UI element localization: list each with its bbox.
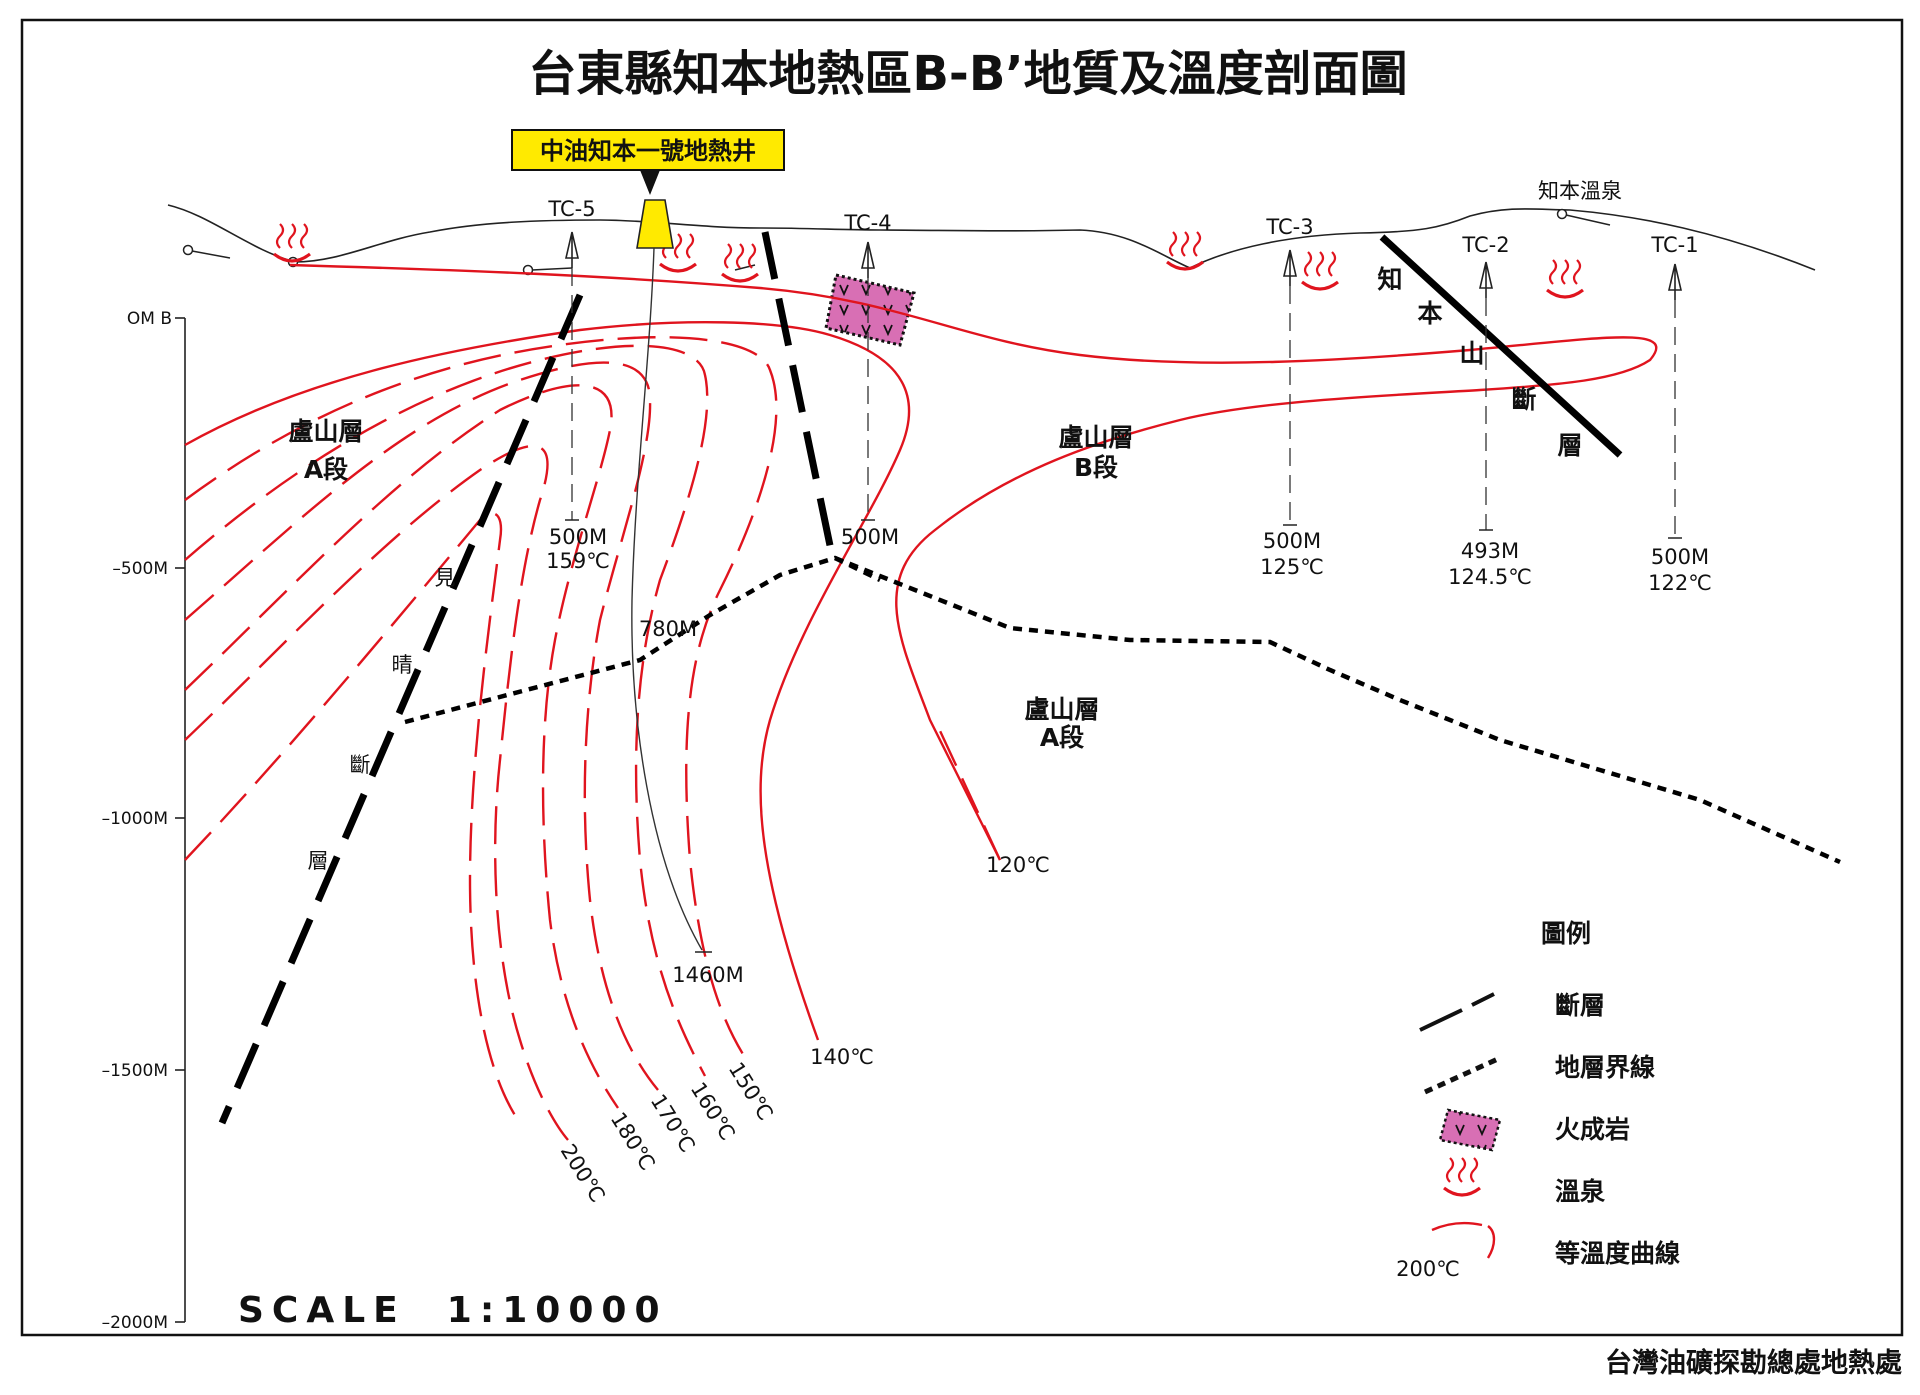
jianqing-fault-char: 晴 <box>392 653 413 677</box>
well-tc3-depth: 500M <box>1263 529 1321 553</box>
formation-label-3a: 盧山層 <box>1024 695 1099 724</box>
well-tc4-depth: 500M <box>841 525 899 549</box>
figure-frame <box>20 18 1904 1337</box>
formation-label-1b: A段 <box>304 455 348 484</box>
formation-boundary <box>404 555 1841 865</box>
depth-tick-1500: –1500M <box>102 1061 168 1081</box>
callout-label: 中油知本一號地熱井 <box>540 137 756 165</box>
well-callout: 中油知本一號地熱井 <box>511 129 785 195</box>
legend-item-isotherm: 200℃ 等溫度曲線 <box>1396 1221 1680 1281</box>
drilling-rig-icon <box>636 199 674 249</box>
well-tc1-temp: 122℃ <box>1648 571 1712 595</box>
formation-label-3b: A段 <box>1040 723 1084 752</box>
hot-spring-icon <box>1165 230 1205 271</box>
jianqing-fault-char: 層 <box>308 849 329 873</box>
well-tc2-temp: 124.5℃ <box>1448 565 1532 589</box>
legend-item-fault: 斷層 <box>1419 991 1605 1032</box>
deep-well-mid-depth: 780M <box>639 617 697 641</box>
well-tc2: TC-2 493M 124.5℃ <box>1448 233 1532 589</box>
legend-label-fault: 斷層 <box>1555 991 1605 1020</box>
well-tc1-depth: 500M <box>1651 545 1709 569</box>
isotherm-label-180: 180℃ <box>606 1108 660 1175</box>
igneous-rock-body <box>824 273 916 347</box>
legend: 圖例 斷層 地層界線 火成岩 溫泉 200℃ 等溫度曲線 <box>1396 919 1680 1281</box>
formation-label-2b: B段 <box>1074 453 1118 482</box>
well-tc5-name: TC-5 <box>547 197 595 221</box>
hot-spring-icon <box>272 222 312 263</box>
legend-item-boundary: 地層界線 <box>1423 1053 1655 1095</box>
fault-near-tc4 <box>761 231 837 561</box>
hot-spring-place-name: 知本溫泉 <box>1538 179 1622 203</box>
formation-boundary-icon <box>1423 1055 1502 1095</box>
geothermal-well-zhiben-1: 780M 1460M <box>631 199 744 987</box>
well-tc4: TC-4 500M <box>841 211 899 549</box>
isotherm-label-200: 200℃ <box>556 1140 610 1207</box>
well-tc3-name: TC-3 <box>1265 215 1313 239</box>
well-tc1-name: TC-1 <box>1650 233 1698 257</box>
legend-item-hot-spring: 溫泉 <box>1442 1156 1605 1206</box>
isotherm-label-150: 150℃ <box>724 1058 778 1125</box>
depth-tick-0: OM B <box>127 309 172 329</box>
hot-spring-icon <box>1442 1156 1482 1197</box>
well-tc3-temp: 125℃ <box>1260 555 1324 579</box>
credit-line: 台灣油礦探勘總處地熱處 <box>1605 1347 1902 1379</box>
well-tc2-depth: 493M <box>1461 539 1519 563</box>
depth-tick-1000: –1000M <box>102 809 168 829</box>
isotherm-icon <box>1431 1221 1496 1259</box>
depth-tick-500: –500M <box>112 559 168 579</box>
zhiben-fault-char: 山 <box>1459 339 1484 368</box>
jianqing-fault-char: 斷 <box>350 753 371 777</box>
fault-line-icon <box>1419 992 1495 1032</box>
hot-spring-icon <box>1300 250 1340 291</box>
hot-spring-icon <box>1545 258 1585 299</box>
legend-isotherm-sample: 200℃ <box>1396 1257 1460 1281</box>
legend-title: 圖例 <box>1541 919 1591 948</box>
well-tc5-depth: 500M <box>549 525 607 549</box>
depth-axis: OM B –500M –1000M –1500M –2000M <box>102 309 186 1333</box>
zhiben-fault-char: 知 <box>1377 265 1402 294</box>
zhiben-mountain-fault <box>1379 234 1623 458</box>
well-tc1: TC-1 500M 122℃ <box>1648 233 1712 595</box>
formation-label-1a: 盧山層 <box>288 417 363 446</box>
jianqing-fault-char: 見 <box>435 566 456 590</box>
legend-label-boundary: 地層界線 <box>1555 1053 1655 1082</box>
well-tc5-temp: 159℃ <box>546 549 610 573</box>
isotherm-label-120: 120℃ <box>986 853 1050 877</box>
jianqing-fault <box>218 293 584 1125</box>
legend-label-isotherm: 等溫度曲線 <box>1555 1239 1680 1268</box>
scale-label: SCALE 1:10000 <box>238 1290 668 1331</box>
zhiben-fault-char: 層 <box>1557 431 1582 460</box>
figure-title: 台東縣知本地熱區B-B’地質及溫度剖面圖 <box>528 46 1407 102</box>
zhiben-fault-char: 斷 <box>1511 385 1536 414</box>
formation-label-2a: 盧山層 <box>1058 423 1133 452</box>
depth-tick-2000: –2000M <box>102 1313 168 1333</box>
deep-well-total-depth: 1460M <box>672 963 744 987</box>
isotherm-label-140: 140℃ <box>810 1045 874 1069</box>
legend-item-igneous: 火成岩 <box>1438 1108 1630 1152</box>
igneous-rock-icon <box>1438 1108 1502 1152</box>
zhiben-fault-char: 本 <box>1417 299 1442 328</box>
well-tc4-name: TC-4 <box>843 211 891 235</box>
well-tc3: TC-3 500M 125℃ <box>1260 215 1324 579</box>
legend-label-hot-spring: 溫泉 <box>1555 1177 1605 1206</box>
legend-label-igneous: 火成岩 <box>1555 1115 1630 1144</box>
hot-spring-icon <box>720 242 760 283</box>
ground-surface <box>167 204 1816 271</box>
well-tc5: TC-5 500M 159℃ <box>546 197 610 573</box>
well-tc2-name: TC-2 <box>1461 233 1509 257</box>
